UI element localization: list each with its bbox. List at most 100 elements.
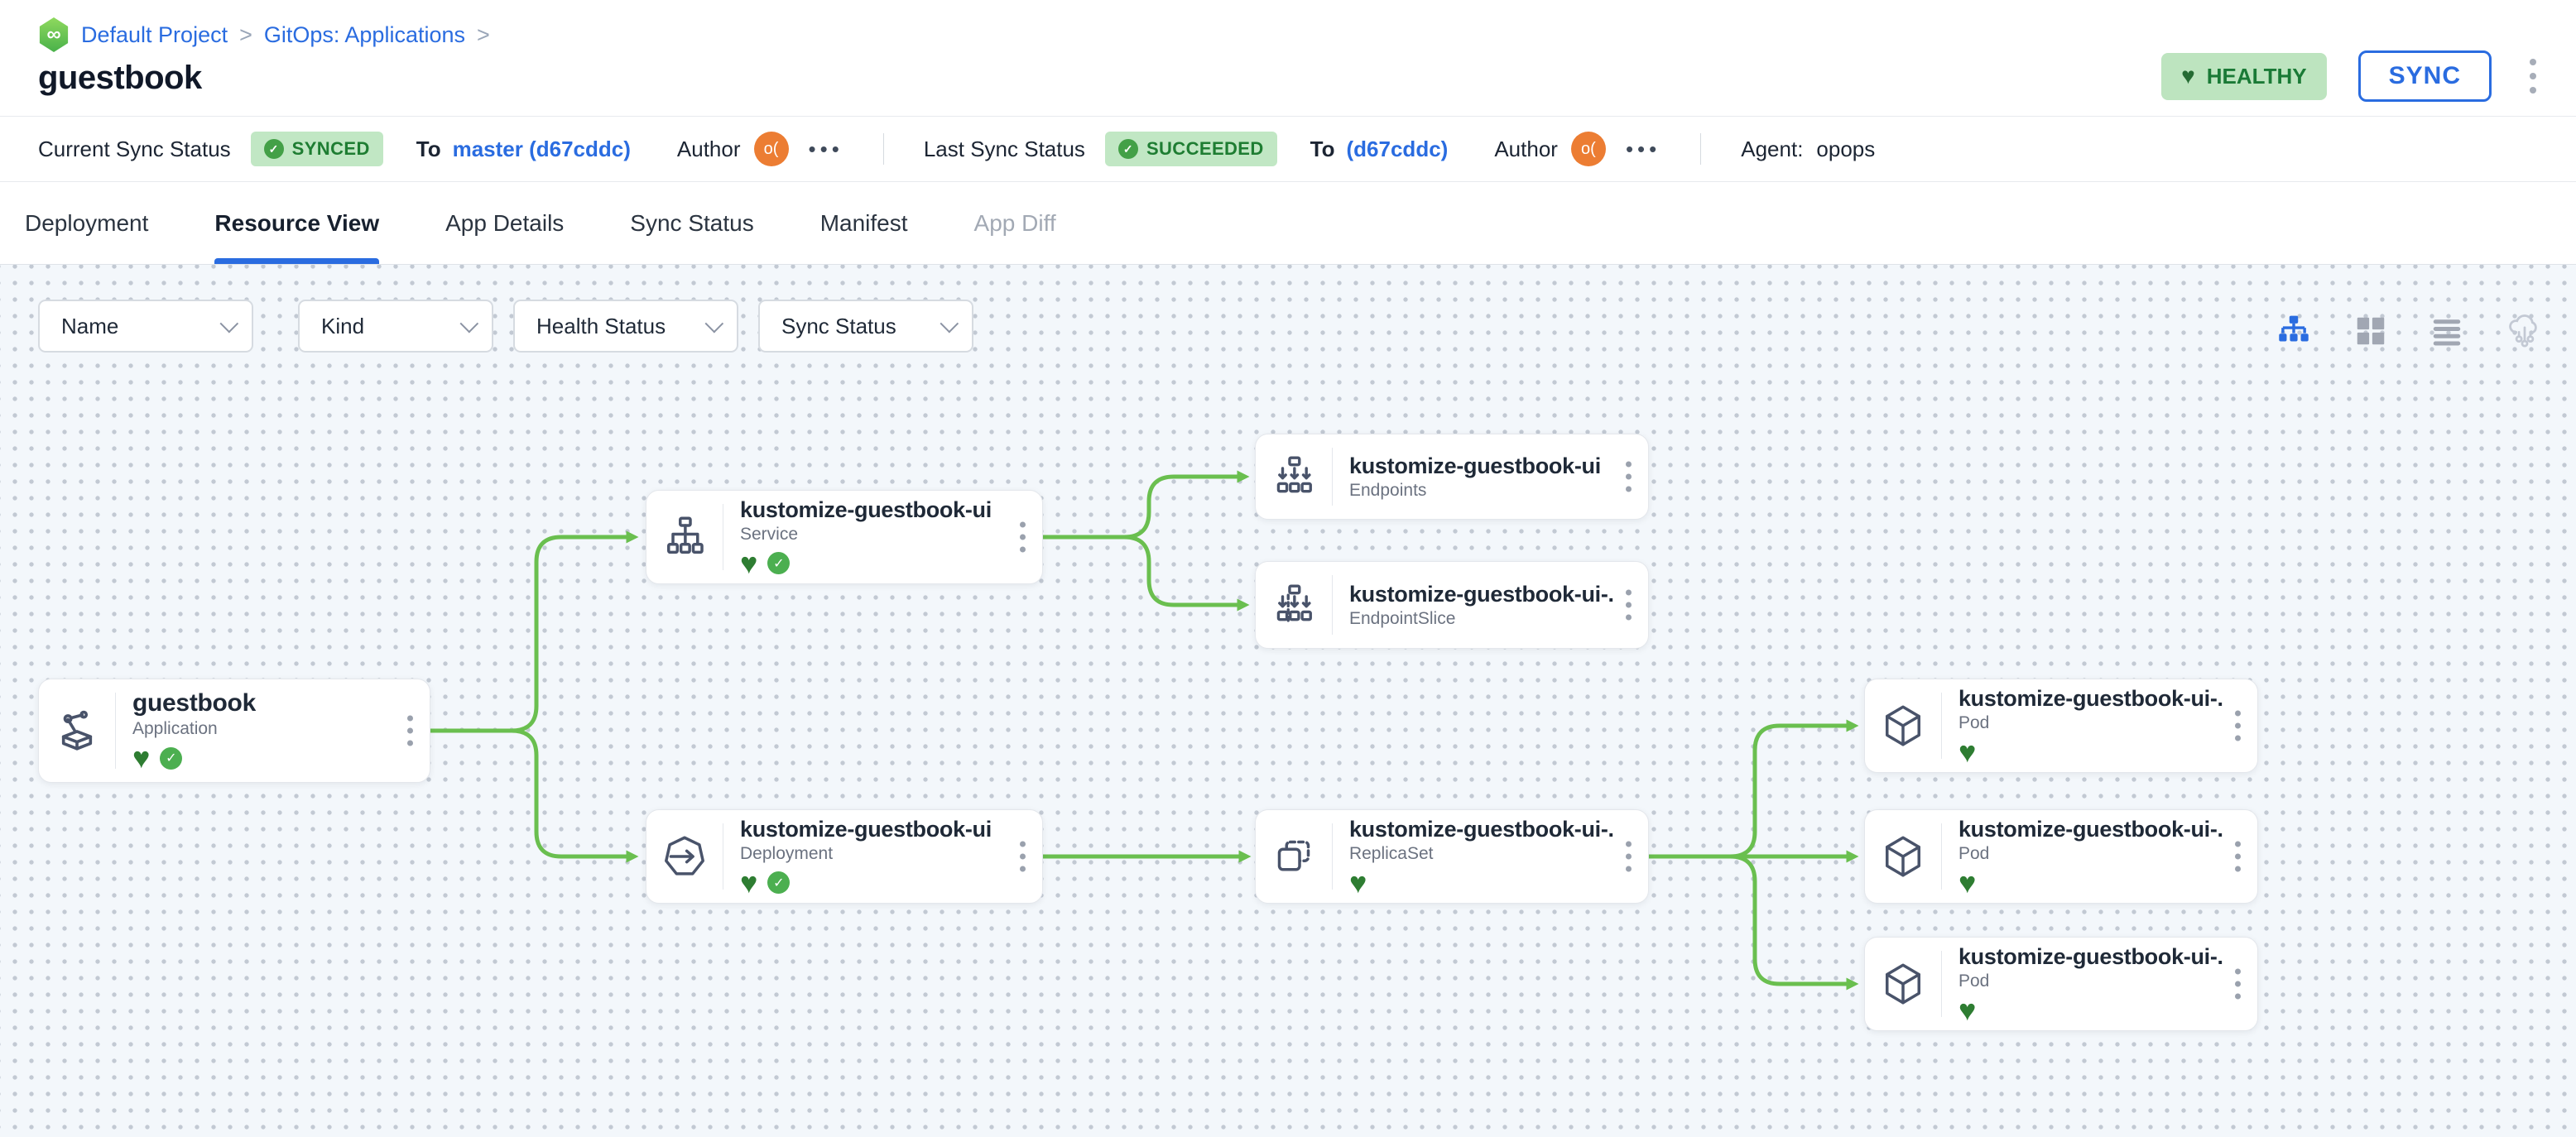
edge-service-endpointslice — [1040, 535, 1250, 612]
filter-name-dropdown[interactable]: Name — [38, 300, 253, 353]
node-menu-button[interactable] — [1015, 837, 1031, 877]
node-kind: Endpoints — [1349, 480, 1427, 500]
last-sync-status-label: Last Sync Status — [923, 136, 1085, 161]
sync-button[interactable]: SYNC — [2357, 50, 2492, 102]
node-title: kustomize-guestbook-ui-... — [1348, 816, 1615, 842]
tree-view-icon[interactable] — [2276, 314, 2311, 348]
heart-icon: ♥ — [2181, 63, 2195, 89]
node-content: kustomize-guestbook-ui-... ReplicaSet ♥ — [1333, 810, 1648, 903]
current-sync-target-link[interactable]: master (d67cddc) — [452, 136, 631, 161]
healthy-heart-icon: ♥ — [740, 865, 758, 900]
breadcrumb-section-link[interactable]: GitOps: Applications — [263, 22, 465, 47]
breadcrumb-separator: > — [239, 22, 252, 47]
node-health-row: ♥ — [1958, 865, 2224, 900]
node-menu-button[interactable] — [1621, 837, 1636, 877]
check-icon: ✓ — [1117, 139, 1138, 159]
tab-app-details[interactable]: App Details — [445, 209, 565, 236]
node-content: kustomize-guestbook-ui Endpoints — [1333, 434, 1634, 519]
node-deployment-kustomize-guestbook-ui[interactable]: kustomize-guestbook-ui Deployment ♥ ✓ — [646, 809, 1043, 904]
current-sync-status-badge: ✓ SYNCED — [250, 132, 383, 166]
node-content: kustomize-guestbook-ui Service ♥ ✓ — [723, 491, 1025, 583]
node-endpoints-kustomize-guestbook-ui[interactable]: kustomize-guestbook-ui Endpoints — [1255, 434, 1649, 520]
view-toggle-group — [2276, 313, 2543, 349]
node-health-row: ♥ ✓ — [740, 545, 992, 580]
tab-sync-status[interactable]: Sync Status — [630, 209, 754, 236]
node-divider — [1941, 951, 1942, 1017]
filter-kind-dropdown[interactable]: Kind — [298, 300, 493, 353]
node-menu-button[interactable] — [2230, 964, 2246, 1005]
node-menu-button[interactable] — [2230, 706, 2246, 746]
breadcrumb-project-link[interactable]: Default Project — [81, 22, 228, 47]
current-sync-status-label: Current Sync Status — [38, 136, 231, 161]
agent-label: Agent: — [1741, 136, 1804, 161]
node-divider — [1332, 823, 1333, 890]
node-kind: Pod — [1958, 712, 1990, 732]
header-left: ∞ Default Project > GitOps: Applications… — [38, 17, 490, 116]
node-endpointslice-kustomize-guestbook-ui[interactable]: kustomize-guestbook-ui-... EndpointSlice — [1255, 561, 1649, 649]
tab-app-diff: App Diff — [973, 209, 1056, 236]
endpoints-kind-icon — [1256, 434, 1332, 519]
replicaset-kind-icon — [1256, 810, 1332, 903]
node-pod-2-kustomize-guestbook-ui[interactable]: kustomize-guestbook-ui-... Pod ♥ — [1864, 809, 2258, 904]
node-divider — [1941, 823, 1942, 890]
chevron-down-icon — [704, 314, 724, 333]
node-title: kustomize-guestbook-ui — [1349, 453, 1601, 478]
healthy-heart-icon: ♥ — [1958, 865, 1977, 900]
node-menu-button[interactable] — [1621, 585, 1636, 626]
grid-view-icon[interactable] — [2354, 314, 2387, 348]
last-sync-status-badge: ✓ SUCCEEDED — [1104, 132, 1277, 166]
infinity-glyph: ∞ — [46, 23, 61, 46]
node-divider — [115, 693, 116, 769]
node-title: kustomize-guestbook-ui — [740, 497, 992, 522]
resource-graph-canvas: Name Kind Health Status Sync Status — [0, 265, 2576, 1137]
filter-sync-status-dropdown[interactable]: Sync Status — [758, 300, 973, 353]
node-menu-button[interactable] — [402, 711, 418, 751]
node-kind: Service — [740, 524, 799, 544]
header-more-menu-icon[interactable] — [2523, 54, 2543, 98]
cloud-view-icon[interactable] — [2506, 313, 2543, 349]
node-content: kustomize-guestbook-ui Deployment ♥ ✓ — [723, 810, 1025, 903]
health-badge-label: HEALTHY — [2206, 63, 2307, 89]
node-replicaset-kustomize-guestbook-ui[interactable]: kustomize-guestbook-ui-... ReplicaSet ♥ — [1255, 809, 1649, 904]
healthy-heart-icon: ♥ — [1348, 865, 1367, 900]
status-divider — [1700, 133, 1702, 165]
node-menu-button[interactable] — [1015, 517, 1031, 558]
app-header: ∞ Default Project > GitOps: Applications… — [0, 0, 2576, 116]
current-commit-more-button[interactable]: ••• — [808, 136, 843, 161]
list-view-icon[interactable] — [2430, 314, 2463, 348]
filter-health-status-dropdown[interactable]: Health Status — [513, 300, 738, 353]
chevron-down-icon — [219, 314, 239, 333]
healthy-heart-icon: ♥ — [740, 545, 758, 580]
healthy-heart-icon: ♥ — [1958, 734, 1977, 769]
tab-resource-view[interactable]: Resource View — [214, 182, 379, 264]
node-pod-3-kustomize-guestbook-ui[interactable]: kustomize-guestbook-ui-... Pod ♥ — [1864, 937, 2258, 1031]
node-menu-button[interactable] — [1621, 457, 1636, 497]
node-menu-button[interactable] — [2230, 837, 2246, 877]
node-health-row: ♥ — [1958, 995, 2224, 1024]
last-sync-target-link[interactable]: (d67cddc) — [1346, 136, 1449, 161]
filter-name-label: Name — [61, 313, 119, 338]
node-content: kustomize-guestbook-ui-... Pod ♥ — [1942, 938, 2257, 1030]
chevron-down-icon — [940, 314, 959, 333]
edge-app-deployment — [428, 728, 639, 863]
synced-check-icon: ✓ — [767, 871, 791, 894]
synced-check-icon: ✓ — [767, 552, 791, 574]
filter-sync-status-label: Sync Status — [781, 313, 896, 338]
tab-deployment[interactable]: Deployment — [25, 209, 149, 236]
pod-kind-icon — [1865, 810, 1941, 903]
node-kind: Application — [132, 719, 218, 738]
tab-manifest[interactable]: Manifest — [819, 209, 908, 236]
edge-service-endpoints — [1040, 470, 1250, 540]
breadcrumb-separator: > — [477, 22, 490, 47]
node-health-row: ♥ ✓ — [132, 743, 256, 773]
node-health-row: ♥ — [1958, 734, 2224, 769]
current-author-avatar: o( — [753, 132, 789, 166]
service-kind-icon — [646, 491, 723, 583]
last-commit-more-button[interactable]: ••• — [1625, 136, 1661, 161]
node-service-kustomize-guestbook-ui[interactable]: kustomize-guestbook-ui Service ♥ ✓ — [646, 490, 1043, 584]
filter-kind-label: Kind — [321, 313, 365, 338]
node-kind: EndpointSlice — [1348, 608, 1456, 628]
sync-status-bar: Current Sync Status ✓ SYNCED To master (… — [0, 116, 2576, 182]
node-application-guestbook[interactable]: guestbook Application ♥ ✓ — [38, 679, 430, 783]
node-pod-1-kustomize-guestbook-ui[interactable]: kustomize-guestbook-ui-... Pod ♥ — [1864, 679, 2258, 773]
